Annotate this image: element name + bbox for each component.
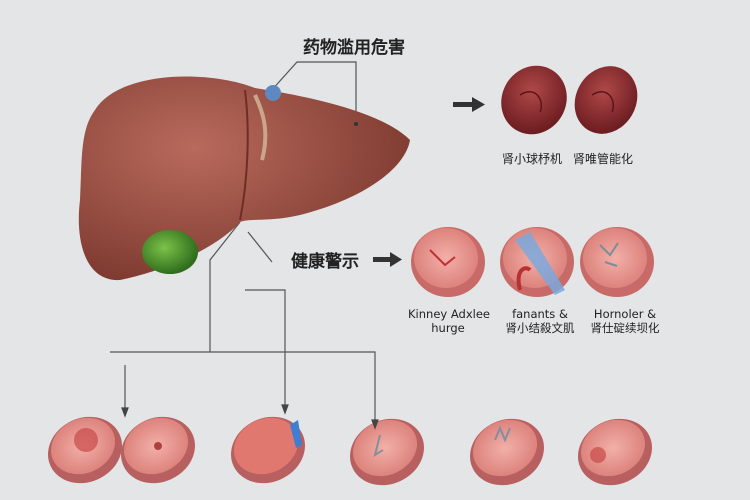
down-arrows xyxy=(121,404,379,430)
blue-vessel xyxy=(265,85,281,101)
kidney-section xyxy=(500,227,574,297)
kidney-label: fanants &肾小结殺文肌 xyxy=(495,307,585,335)
kidney-section xyxy=(580,227,654,297)
kidney-section xyxy=(411,227,485,297)
kidney-label-line: Kinney Adxlee xyxy=(408,307,490,321)
tissue-section-row xyxy=(48,416,652,486)
red-blood-cell xyxy=(574,66,638,134)
tissue-section xyxy=(470,418,544,486)
connector-lines xyxy=(110,61,376,420)
kidney-label: Hornoler &肾仕碇续坝化 xyxy=(580,307,670,335)
arrow-icon xyxy=(453,97,485,112)
health-warning-label: 健康警示 xyxy=(291,252,359,272)
tissue-section xyxy=(578,418,652,486)
kidney-label-line: 肾小结殺文肌 xyxy=(505,321,575,335)
kidney-label-line: Hornoler & xyxy=(593,307,657,321)
liver-illustration xyxy=(78,76,410,281)
cell-label: 肾唯管能化 xyxy=(573,152,634,166)
red-blood-cell xyxy=(501,65,567,135)
tissue-section xyxy=(48,416,122,484)
cell-label: 肾小球杼机 xyxy=(502,152,563,166)
tissue-section xyxy=(350,418,424,486)
kidney-label-line: fanants & xyxy=(512,307,568,321)
kidney-label-line: hurge xyxy=(431,321,465,335)
diagram-title: 药物滥用危害 xyxy=(303,38,405,58)
tissue-section xyxy=(121,416,195,484)
kidney-label-line: 肾仕碇续坝化 xyxy=(590,321,660,335)
tissue-section xyxy=(231,416,305,484)
gallbladder xyxy=(142,230,198,274)
arrow-icon xyxy=(373,252,402,267)
